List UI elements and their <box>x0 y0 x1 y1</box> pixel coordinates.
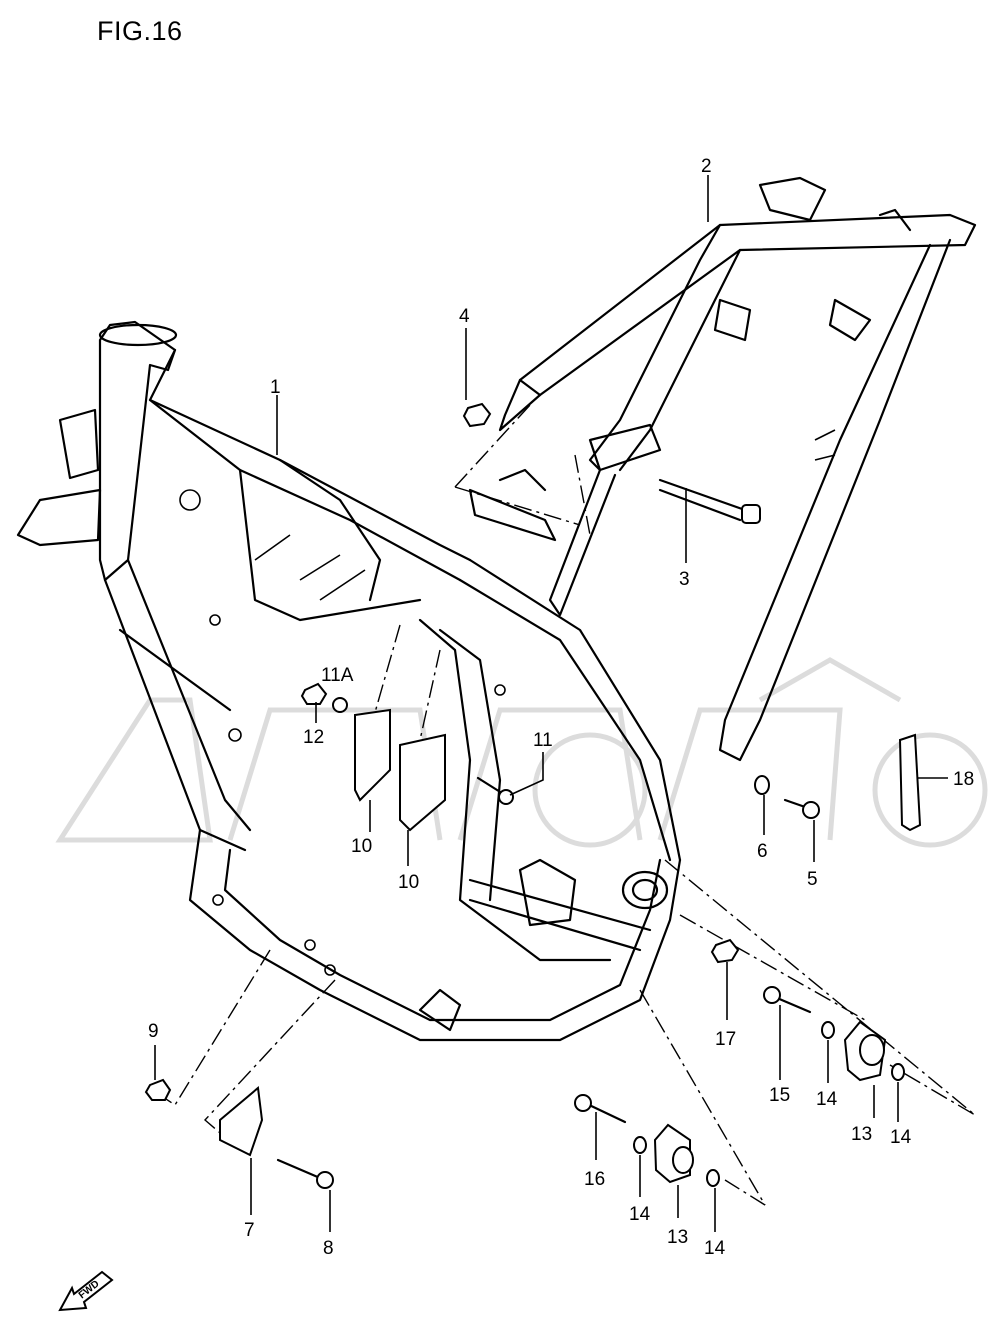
callout-leaders <box>154 175 948 1232</box>
forward-direction-arrow: FWD <box>58 1270 114 1312</box>
figure-title: FIG.16 <box>97 16 183 46</box>
callout-11a: 11A <box>321 665 354 686</box>
callout-14-c: 14 <box>629 1204 651 1225</box>
callout-2: 2 <box>701 156 712 177</box>
callout-14-b: 14 <box>890 1127 912 1148</box>
callout-8: 8 <box>323 1238 334 1259</box>
main-frame <box>16 320 682 1042</box>
callout-4: 4 <box>459 306 470 327</box>
callout-10-upper: 10 <box>351 836 372 857</box>
callout-5: 5 <box>807 869 818 890</box>
callout-16: 16 <box>584 1169 605 1190</box>
rear-subframe <box>498 176 977 762</box>
callout-6: 6 <box>757 841 768 862</box>
callout-1: 1 <box>270 377 281 398</box>
callout-10-lower: 10 <box>398 872 419 893</box>
hardware-parts <box>144 402 922 1189</box>
callout-15: 15 <box>769 1085 790 1106</box>
callout-17: 17 <box>715 1029 736 1050</box>
callout-9: 9 <box>148 1021 159 1042</box>
callout-11: 11 <box>533 730 553 751</box>
callout-labels: 1 2 3 4 5 6 7 8 9 10 10 11 11A 12 13 13 … <box>148 156 974 1259</box>
callout-3: 3 <box>679 569 690 590</box>
callout-7: 7 <box>244 1220 255 1241</box>
callout-12: 12 <box>303 727 324 748</box>
assembly-leader-lines <box>159 404 976 1206</box>
callout-14-d: 14 <box>704 1238 726 1259</box>
callout-18: 18 <box>953 769 974 790</box>
callout-13-bottom: 13 <box>667 1227 688 1248</box>
callout-14-a: 14 <box>816 1089 838 1110</box>
callout-13-right: 13 <box>851 1124 872 1145</box>
